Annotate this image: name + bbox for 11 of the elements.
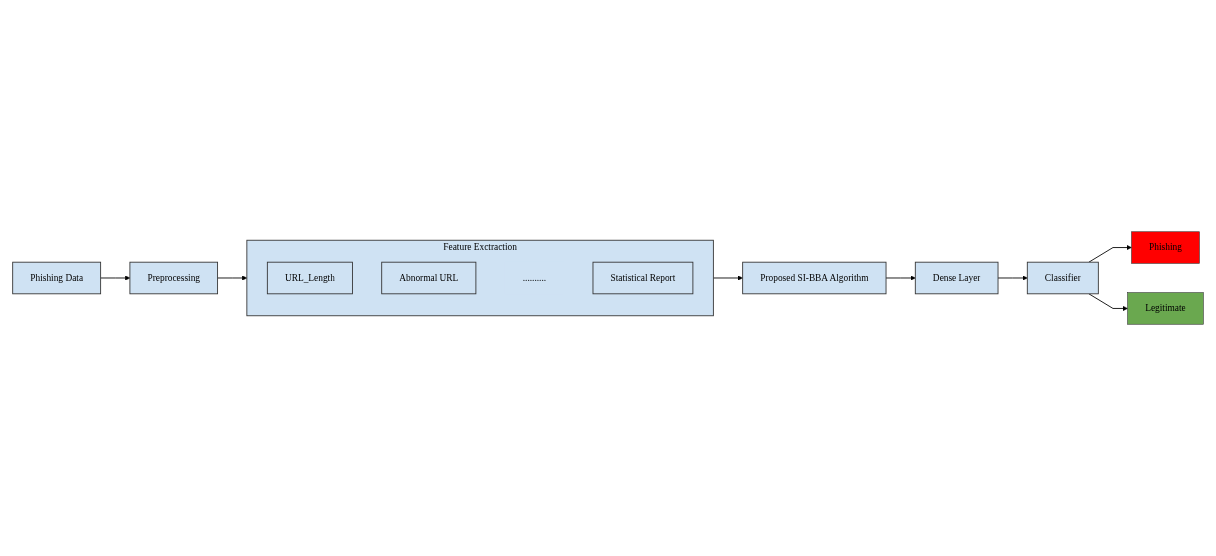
- node-text: ..........: [522, 272, 547, 283]
- node-box: Preprocessing: [129, 261, 218, 295]
- node-box: Phishing: [1131, 231, 1200, 264]
- node-box: Dense Layer: [914, 261, 999, 295]
- node-box: Phishing Data: [12, 261, 102, 295]
- node-box: Classifier: [1026, 261, 1099, 295]
- node-box: Legitimate: [1127, 292, 1204, 325]
- node-box: Proposed SI-BBA Algorithm: [742, 261, 887, 295]
- node-box: Statistical Report: [592, 261, 694, 295]
- node-box: Abnormal URL: [381, 261, 477, 295]
- node-box: URL_Length: [266, 261, 353, 295]
